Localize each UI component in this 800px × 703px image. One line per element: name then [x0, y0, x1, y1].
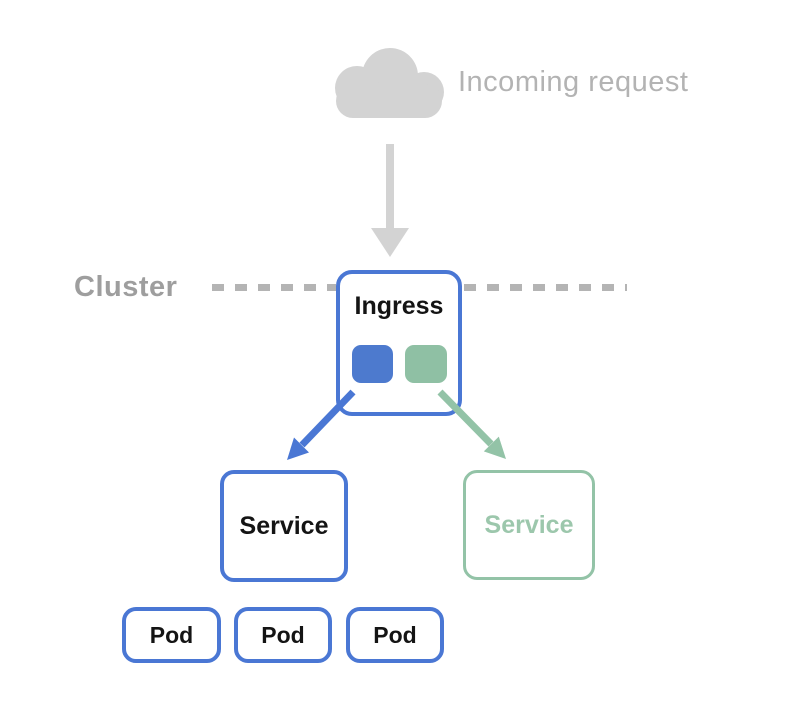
cluster-boundary-dash-right — [464, 284, 627, 291]
pod-2-label: Pod — [261, 621, 305, 648]
cluster-label: Cluster — [74, 271, 178, 303]
service-box-green: Service — [463, 470, 595, 580]
pod-box-2: Pod — [234, 607, 332, 663]
cluster-boundary-dash-left — [212, 284, 336, 291]
pod-3-label: Pod — [373, 621, 417, 648]
ingress-green-rule-square — [405, 345, 447, 383]
ingress-blue-rule-square — [352, 345, 393, 383]
pod-1-label: Pod — [149, 621, 194, 648]
pod-box-3: Pod — [346, 607, 444, 663]
incoming-request-label: Incoming request — [458, 66, 689, 98]
ingress-label: Ingress — [354, 292, 444, 320]
pod-box-1: Pod — [122, 607, 221, 663]
cloud-icon — [335, 48, 444, 118]
service-green-label: Service — [484, 510, 574, 539]
service-blue-label: Service — [239, 511, 329, 540]
ingress-box: Ingress — [336, 270, 462, 416]
down-arrow-icon — [371, 144, 409, 257]
service-box-blue: Service — [220, 470, 348, 582]
